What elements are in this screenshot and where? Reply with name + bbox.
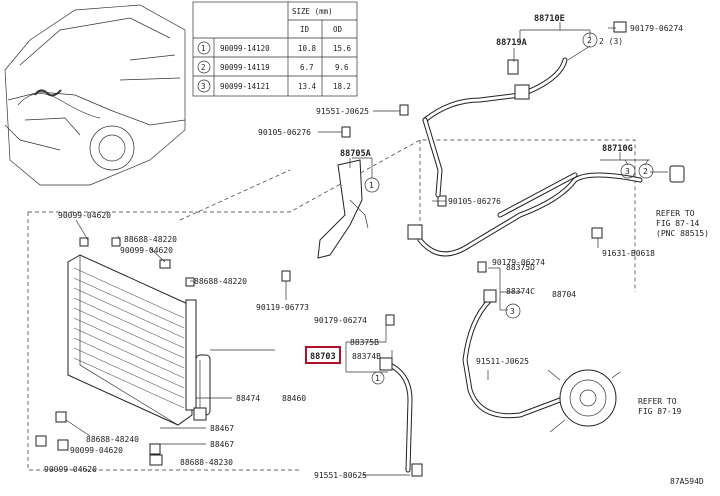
bracket-88705a: 1: [317, 159, 380, 259]
callout-two: 2: [643, 167, 648, 176]
size-col-od: OD: [333, 25, 343, 34]
label-90119-06773: 90119-06773: [256, 303, 309, 312]
callout-one: 1: [369, 181, 374, 190]
label-91551-j0625: 91551-J0625: [316, 107, 369, 116]
part-labels: 88710E 88719A 90179-06274 2 (3) 91551-J0…: [44, 14, 709, 486]
label-91631-b0618: 91631-B0618: [602, 249, 655, 258]
hose-size-table: SIZE (mm) ID OD 1 90099-14120 10.8 15.6 …: [192, 1, 358, 97]
receiver-drier: [193, 354, 211, 421]
label-90105-06276-b: 90105-06276: [448, 197, 501, 206]
label-88710e: 88710E: [534, 14, 565, 24]
label-88375d: 88375D: [506, 263, 535, 272]
leader-lines: [65, 22, 668, 476]
table-row-id: 6.7: [300, 63, 314, 72]
table-row-id: 10.8: [298, 44, 317, 53]
label-88375b: 88375B: [350, 338, 379, 347]
refer-line-1: REFER TO: [656, 209, 695, 218]
assembly-outline: [27, 139, 636, 471]
table-row-od: 18.2: [333, 82, 351, 91]
refer-line-3: (PNC 88515): [656, 229, 709, 238]
refer-line-5: FIG 87-19: [638, 407, 682, 416]
label-88719a: 88719A: [496, 38, 527, 48]
table-row-part: 90099-14119: [220, 63, 270, 72]
label-91551-80625: 91551-80625: [314, 471, 367, 480]
hose-88710e: [422, 57, 568, 198]
label-88688-48230: 88688-48230: [180, 458, 233, 467]
table-row-index: 3: [201, 82, 206, 91]
vehicle-illustration: [4, 4, 186, 186]
label-90099-04620-d: 90099-04620: [44, 465, 97, 474]
hose-88710g: [407, 165, 685, 257]
label-90105-06276: 90105-06276: [258, 128, 311, 137]
label-88688-48220: 88688-48220: [124, 235, 177, 244]
table-row-od: 15.6: [333, 44, 352, 53]
label-88688-48240: 88688-48240: [86, 435, 139, 444]
label-88688-48220-b: 88688-48220: [194, 277, 247, 286]
label-88467-b: 88467: [210, 440, 234, 449]
label-callout-3: 2 (3): [599, 37, 623, 46]
table-row-index: 1: [201, 44, 206, 53]
label-90179-06274-b: 90179-06274: [314, 316, 367, 325]
table-row-part: 90099-14120: [220, 44, 270, 53]
label-88460: 88460: [282, 394, 306, 403]
callout-one: 1: [375, 374, 380, 383]
label-88703[interactable]: 88703: [310, 352, 336, 362]
table-row-part: 90099-14121: [220, 82, 270, 91]
condenser-core: [67, 254, 197, 426]
size-header: SIZE (mm): [292, 7, 333, 16]
refer-line-2: FIG 87-14: [656, 219, 700, 228]
callout-three: 3: [625, 167, 630, 176]
label-88374b: 88374B: [352, 352, 381, 361]
pipe-88703: [379, 357, 413, 473]
table-row-index: 2: [201, 63, 206, 72]
table-row-od: 9.6: [335, 63, 349, 72]
label-90099-04620-b: 90099-04620: [120, 246, 173, 255]
pipe-88704: [462, 289, 563, 419]
table-row-id: 13.4: [298, 82, 317, 91]
label-88704: 88704: [552, 290, 576, 299]
label-90179-06274: 90179-06274: [630, 24, 683, 33]
callout-three: 3: [510, 307, 515, 316]
label-90179-06274-c: 90179-06274: [492, 258, 545, 267]
diagram-code: 87A594D: [670, 477, 704, 486]
label-88374c: 88374C: [506, 287, 535, 296]
label-88474: 88474: [236, 394, 260, 403]
label-90099-04620: 90099-04620: [58, 211, 111, 220]
label-88705a: 88705A: [340, 149, 371, 159]
label-91511-j0625: 91511-J0625: [476, 357, 529, 366]
label-88710g: 88710G: [602, 144, 633, 154]
size-col-id: ID: [300, 25, 310, 34]
refer-line-4: REFER TO: [638, 397, 677, 406]
callout-circles: 2 3 2 3 1: [371, 32, 654, 385]
compressor: [547, 369, 621, 433]
highlight-box[interactable]: [305, 346, 341, 364]
label-90099-04620-c: 90099-04620: [70, 446, 123, 455]
label-88467: 88467: [210, 424, 234, 433]
callout-two: 2: [587, 36, 592, 45]
